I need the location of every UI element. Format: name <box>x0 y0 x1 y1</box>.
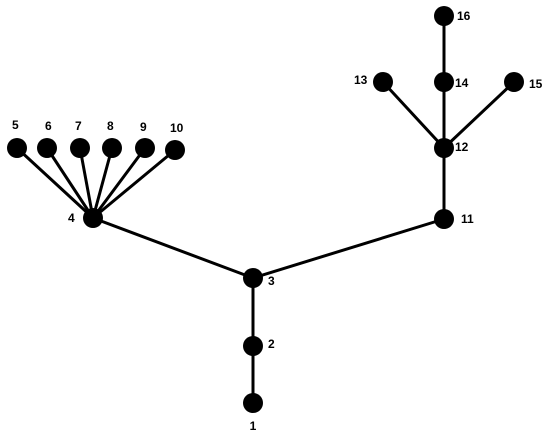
node-13 <box>373 72 393 92</box>
node-label-7: 7 <box>75 119 82 133</box>
node-label-13: 13 <box>354 73 368 87</box>
node-label-2: 2 <box>268 337 275 351</box>
node-label-15: 15 <box>529 77 543 91</box>
node-12 <box>434 138 454 158</box>
edge-4-9 <box>91 146 147 220</box>
node-label-11: 11 <box>461 212 474 226</box>
node-4 <box>83 208 103 228</box>
node-10 <box>165 140 185 160</box>
node-label-9: 9 <box>140 120 147 134</box>
edge-12-13 <box>381 80 446 150</box>
node-label-12: 12 <box>455 140 469 154</box>
node-label-4: 4 <box>68 211 75 225</box>
edge-4-6 <box>45 146 95 220</box>
node-5 <box>7 138 27 158</box>
edge-4-10 <box>91 148 177 220</box>
edges-layer <box>15 14 516 405</box>
edge-4-7 <box>78 146 95 220</box>
node-label-6: 6 <box>45 119 52 133</box>
edge-3-4 <box>91 216 255 280</box>
node-15 <box>504 72 524 92</box>
node-label-1: 1 <box>250 419 257 433</box>
node-16 <box>434 6 454 26</box>
node-9 <box>135 138 155 158</box>
node-6 <box>37 138 57 158</box>
node-label-8: 8 <box>107 119 114 133</box>
edge-12-15 <box>442 80 516 150</box>
node-label-5: 5 <box>12 118 19 132</box>
edge-4-8 <box>91 146 114 220</box>
node-label-16: 16 <box>457 9 471 23</box>
node-label-10: 10 <box>170 121 184 135</box>
node-1 <box>243 393 263 413</box>
node-14 <box>434 72 454 92</box>
node-label-14: 14 <box>455 76 469 90</box>
edge-4-5 <box>15 146 95 220</box>
node-11 <box>434 209 454 229</box>
nodes-layer <box>7 6 524 413</box>
node-8 <box>102 138 122 158</box>
edge-3-11 <box>251 217 446 280</box>
node-3 <box>243 268 263 288</box>
node-label-3: 3 <box>268 274 275 288</box>
node-7 <box>70 138 90 158</box>
node-2 <box>243 336 263 356</box>
